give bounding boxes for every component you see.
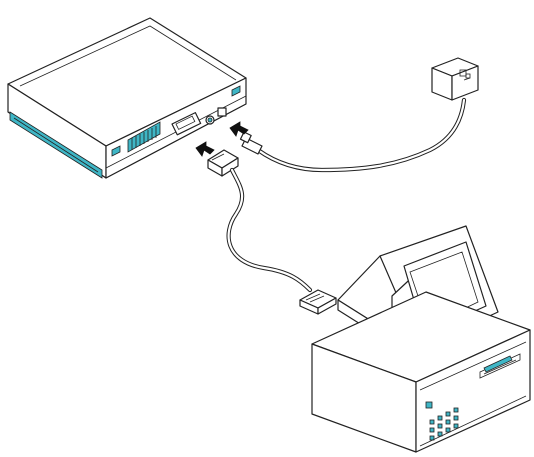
arrow-icon <box>229 121 249 137</box>
front-panel-buttons <box>429 407 459 441</box>
parallel-cable <box>207 149 337 315</box>
side-vent-lines <box>131 126 157 150</box>
desktop-computer-icon <box>311 291 531 453</box>
arrow-icon <box>195 141 215 157</box>
power-cable <box>239 97 467 173</box>
power-adapter-icon <box>431 57 479 101</box>
scanner-device-icon <box>7 17 247 179</box>
